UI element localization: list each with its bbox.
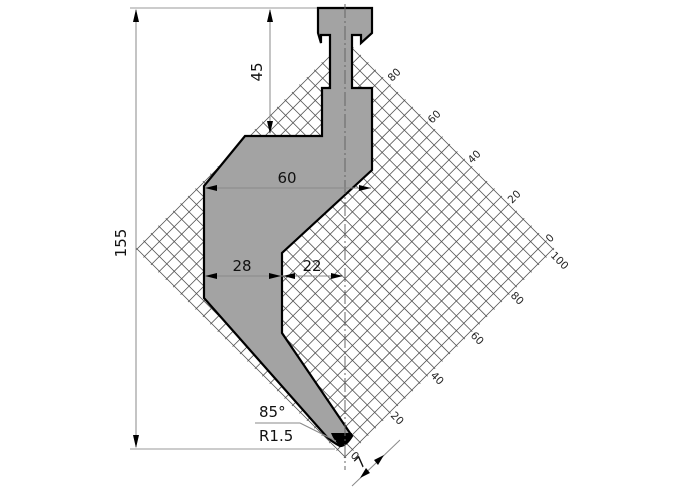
dimension-total-height: 155 bbox=[112, 7, 335, 450]
upper-scale-label: 20 bbox=[506, 188, 524, 206]
lower-scale-label: 40 bbox=[428, 370, 446, 388]
dimension-body-widths: 28 22 bbox=[205, 257, 343, 279]
dimension-text-60: 60 bbox=[277, 169, 296, 187]
upper-scale-label: 40 bbox=[466, 148, 484, 166]
lower-scale-label: 80 bbox=[508, 290, 526, 308]
dimension-text-155: 155 bbox=[112, 229, 130, 258]
dimension-shoulder-depth: 45 bbox=[248, 9, 273, 134]
dimension-tip-offset: 7 bbox=[351, 439, 401, 487]
dimension-text-22: 22 bbox=[302, 257, 321, 275]
upper-scale-labels: 80 60 40 20 0 bbox=[386, 66, 557, 245]
dimension-text-28: 28 bbox=[232, 257, 251, 275]
dimension-text-45: 45 bbox=[248, 62, 266, 81]
dimension-max-width: 60 bbox=[205, 169, 371, 191]
tip-angle-text: 85° bbox=[259, 403, 286, 421]
lower-scale-label: 20 bbox=[388, 410, 406, 428]
lower-scale-labels: 100 80 60 40 20 0 bbox=[348, 250, 571, 463]
upper-scale-label: 0 bbox=[544, 232, 557, 245]
upper-scale-label: 80 bbox=[386, 66, 404, 84]
lower-scale-label: 60 bbox=[468, 330, 486, 348]
lower-scale-label: 100 bbox=[548, 250, 571, 273]
tip-radius-text: R1.5 bbox=[259, 427, 293, 445]
upper-scale-label: 60 bbox=[426, 108, 444, 126]
tip-annotation: 85° R1.5 bbox=[255, 403, 337, 445]
punch-tip bbox=[331, 433, 352, 446]
